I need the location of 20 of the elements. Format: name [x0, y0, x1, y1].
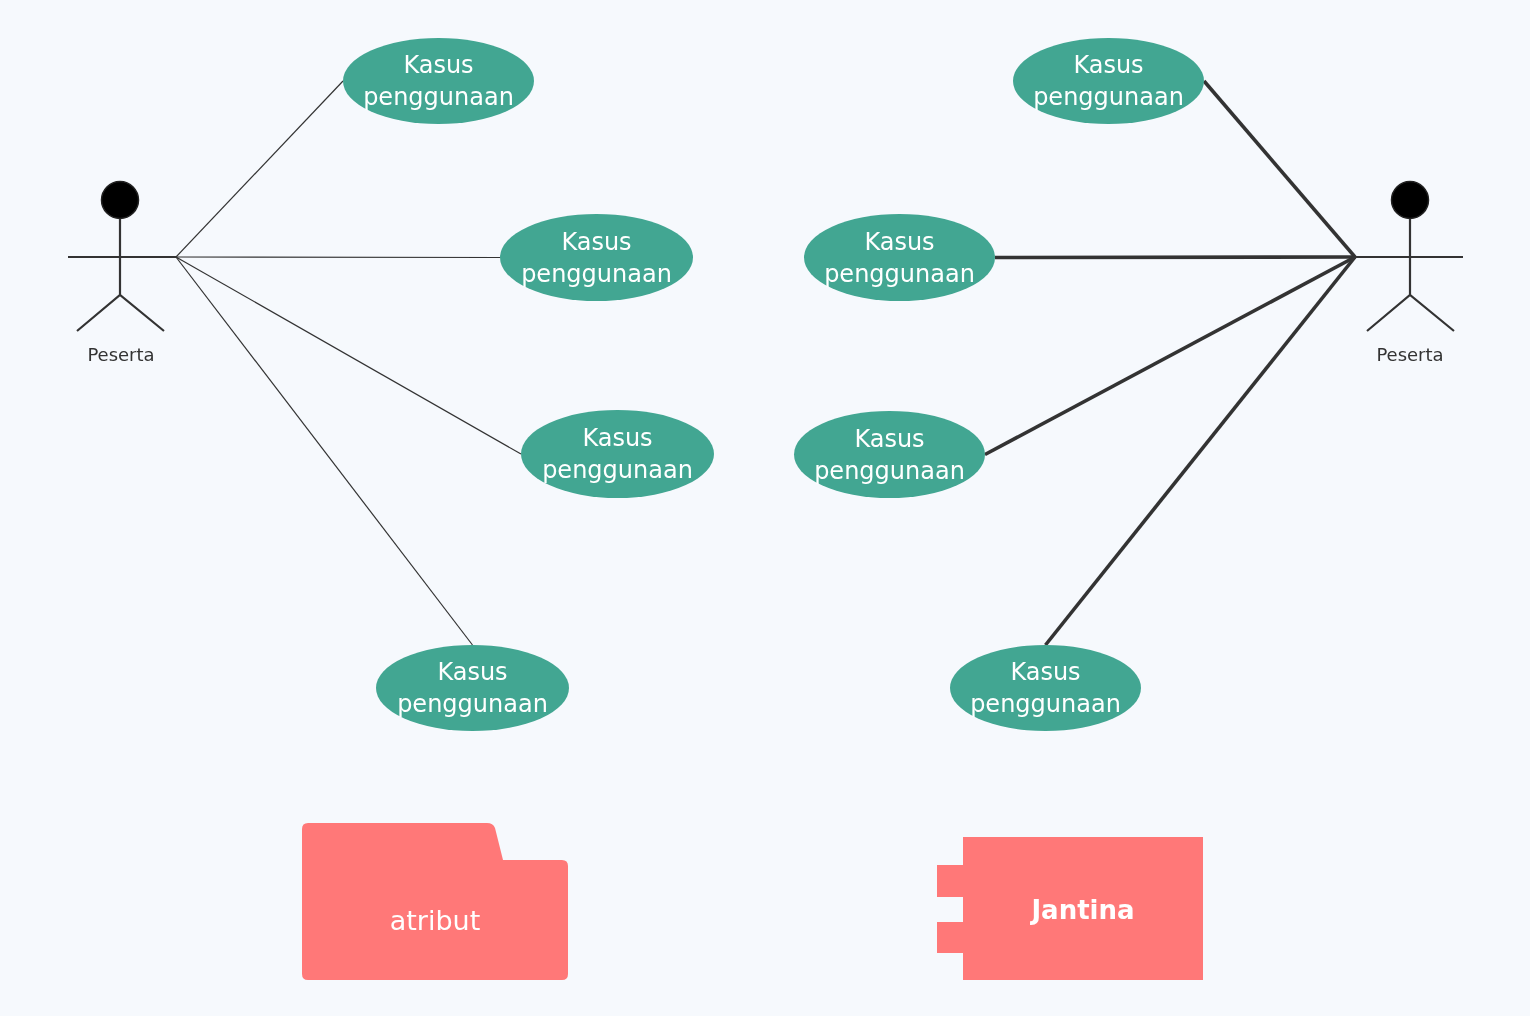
use-case-name: Kasus penggunaan	[396, 657, 549, 720]
use-case-name: Kasus penggunaan	[541, 423, 694, 486]
association-line	[984, 255, 1356, 457]
association-line	[1044, 255, 1357, 647]
association-line	[1202, 79, 1357, 259]
use-case-name: Kasus penggunaan	[813, 423, 966, 487]
association-line	[175, 256, 522, 455]
package-name: atribut	[388, 904, 482, 938]
actor-name: Peserta	[1375, 344, 1445, 366]
association-line	[175, 256, 474, 646]
component-name: Jantina	[1029, 894, 1136, 927]
use-case-name: Kasus penggunaan	[362, 50, 515, 113]
association-line	[175, 80, 344, 258]
association-line	[175, 256, 501, 259]
actor-name: Peserta	[86, 344, 156, 366]
association-line	[995, 255, 1355, 260]
use-case-name: Kasus penggunaan	[1032, 50, 1185, 113]
use-case-name: Kasus penggunaan	[823, 226, 976, 290]
use-case-name: Kasus penggunaan	[969, 657, 1122, 720]
use-case-name: Kasus penggunaan	[520, 226, 673, 290]
